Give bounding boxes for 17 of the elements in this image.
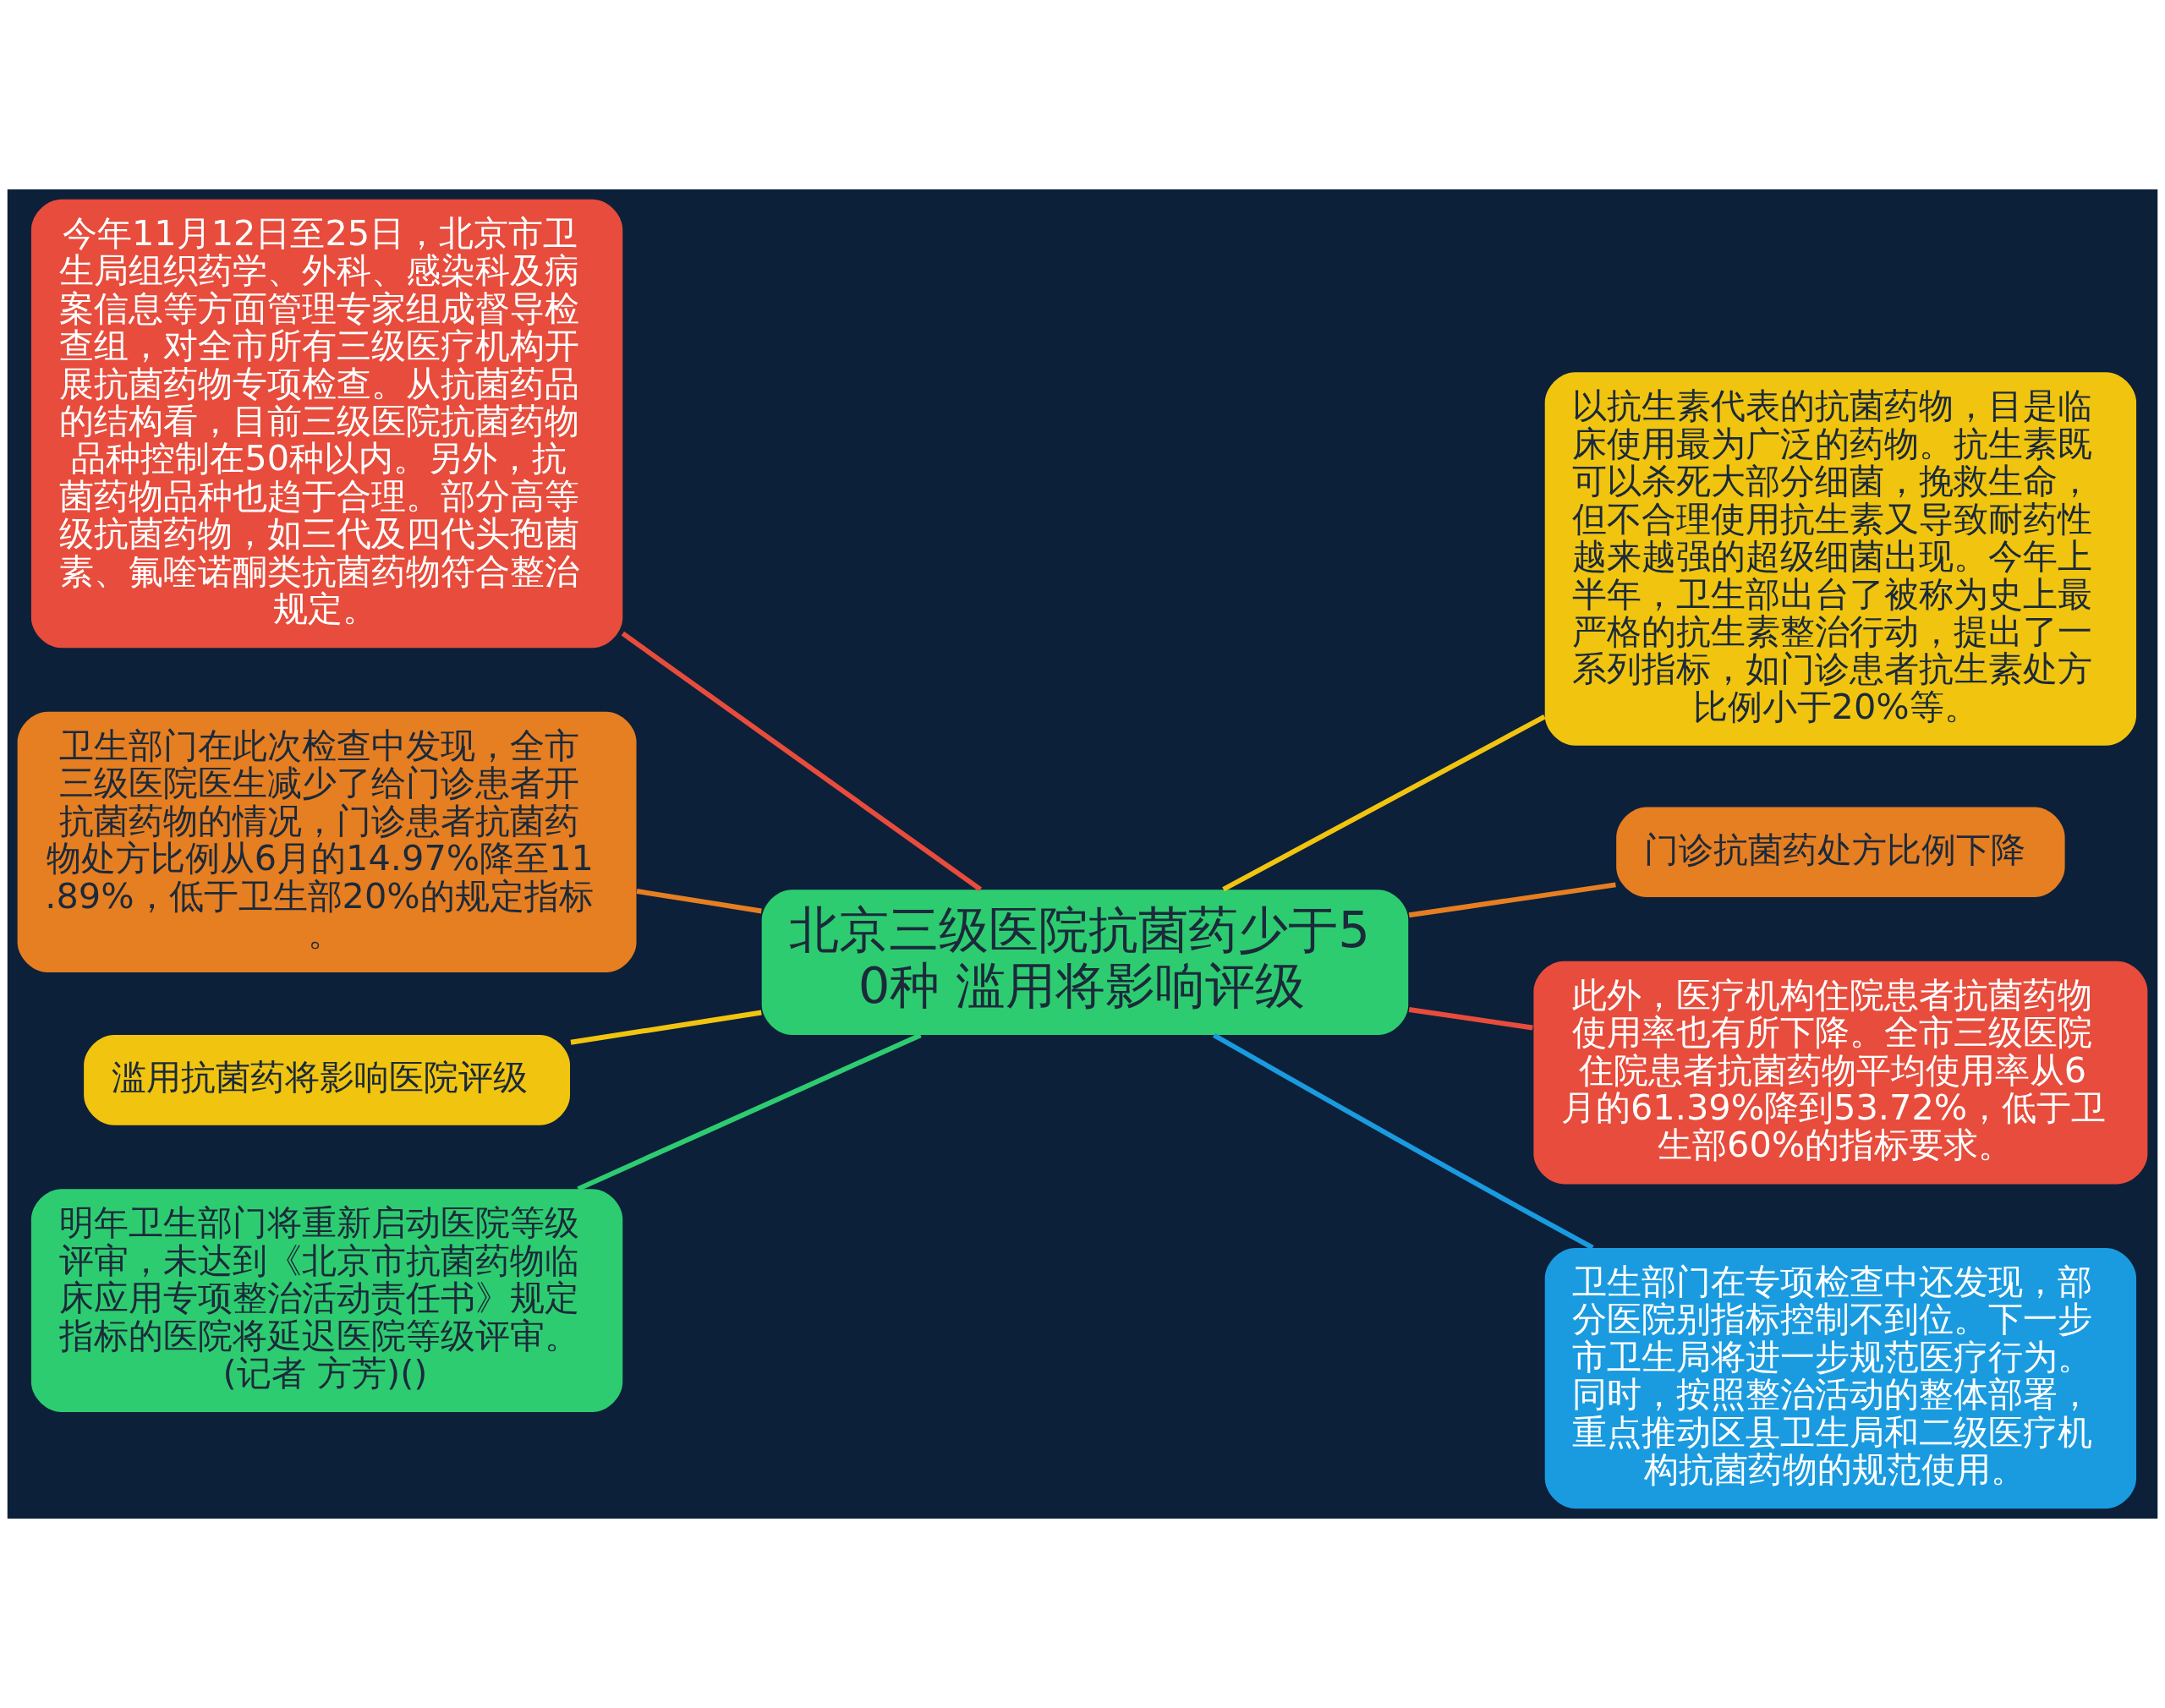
connector <box>1408 1007 1533 1031</box>
connector <box>1222 714 1546 892</box>
node-box: 滥用抗菌药将影响医院评级 <box>84 1035 570 1125</box>
node-box: 卫生部门在专项检查中还发现，部分医院别指标控制不到位。下一步市卫生局将进一步规范医疗行为。同时，按照整治活动的整体部署，重点推动区县卫生局和二级医疗机构抗菌药物的规范使用。 <box>1544 1247 2137 1509</box>
node-box: 今年11月12日至25日，北京市卫生局组织药学、外科、感染科及病案信息等方面管理专家组成督导检查组，对全市所有三级医疗机构开展抗菌药物专项检查。从抗菌药品的结构看，目前三级医院抗菌药物品种控制在50种以内。另外，抗菌药物品种也趋于合理。部分高等级抗菌药物，如三代及四代头孢菌素、氟喹诺酮类抗菌药物符合整治规定。 <box>30 199 623 649</box>
connector <box>1408 882 1616 918</box>
connector <box>636 889 762 914</box>
connector <box>1212 1032 1594 1251</box>
connector <box>577 1032 922 1191</box>
node-box: 以抗生素代表的抗菌药物，目是临床使用最为广泛的药物。抗生素既可以杀死大部分细菌，挽救生命，但不合理使用抗生素又导致耐药性越来越强的超级细菌出现。今年上半年，卫生部出台了被称为史上最严格的抗生素整治行动，提出了一系列指标，如门诊患者抗生素处方比例小于20%等。 <box>1544 372 2137 746</box>
node-box: 卫生部门在此次检查中发现，全市三级医院医生减少了给门诊患者开抗菌药物的情况，门诊患者抗菌药物处方比例从6月的14.97%降至11.89%，低于卫生部20%的规定指标。 <box>17 711 637 972</box>
connector <box>621 631 983 892</box>
node-box: 此外，医疗机构住院患者抗菌药物使用率也有所下降。全市三级医院住院患者抗菌药物平均使用率从6月的61.39%降到53.72%，低于卫生部60%的指标要求。 <box>1533 961 2148 1185</box>
connector <box>570 1010 762 1045</box>
node-box: 北京三级医院抗菌药少于50种 滥用将影响评级 <box>761 890 1409 1036</box>
node-box: 明年卫生部门将重新启动医院等级评审，未达到《北京市抗菌药物临床应用专项整治活动责任书》规定指标的医院将延迟医院等级评审。(记者 方芳)() <box>30 1189 623 1413</box>
node-box: 门诊抗菌药处方比例下降 <box>1616 807 2065 898</box>
